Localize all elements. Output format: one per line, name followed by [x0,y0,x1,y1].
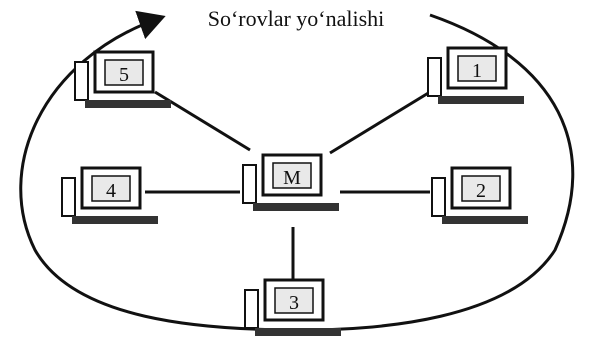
computer-node-3: 3 [244,278,341,336]
node-label: 4 [106,180,116,202]
computer-node-1: 1 [427,46,524,104]
hub-label: M [283,167,301,189]
computer-hub-m: M [242,153,339,211]
keyboard-icon [255,328,341,336]
tower-icon [431,177,446,217]
tower-icon [242,164,257,204]
keyboard-icon [438,96,524,104]
diagram-title: So‘rovlar yo‘nalishi [207,6,385,31]
keyboard-icon [442,216,528,224]
node-label: 1 [472,60,482,82]
keyboard-icon [253,203,339,211]
tower-icon [427,57,442,97]
node-label: 2 [476,180,486,202]
tower-icon [61,177,76,217]
node-label: 5 [119,64,129,86]
computer-node-4: 4 [61,166,158,224]
keyboard-icon [85,100,171,108]
computer-node-2: 2 [431,166,528,224]
tower-icon [74,61,89,101]
tower-icon [244,289,259,329]
computer-node-5: 5 [74,50,171,108]
node-label: 3 [289,292,299,314]
link-hub-node-1 [329,90,431,155]
keyboard-icon [72,216,158,224]
